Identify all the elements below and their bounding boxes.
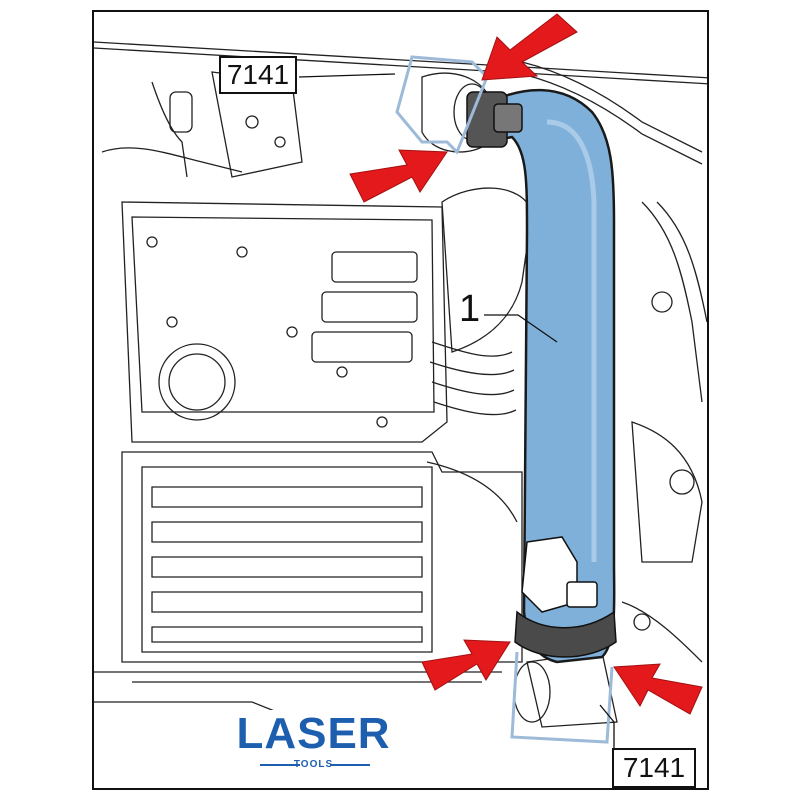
engine-cover-inner <box>131 216 435 413</box>
bolt <box>274 136 286 148</box>
airbox-duct <box>426 461 518 523</box>
red-arrow-left-upper <box>349 149 448 203</box>
right-hose-small <box>641 201 703 403</box>
lower-pipe-end <box>513 661 551 723</box>
tool-callout-top: 7141 <box>219 56 297 94</box>
coil-pack <box>311 331 413 363</box>
airbox-rib <box>151 486 423 508</box>
engine-bay-illustration <box>94 13 707 758</box>
right-pipe-lower <box>621 601 703 663</box>
bolt <box>245 115 259 129</box>
laser-tools-logo: LASER TOOLS <box>222 710 405 774</box>
airbox-rib <box>151 591 423 613</box>
lower-pipe-body <box>526 651 618 728</box>
diagram-frame <box>92 10 709 790</box>
engine-cover-outline <box>121 201 448 443</box>
left-bracket <box>101 147 243 173</box>
red-arrow-right-lower <box>613 663 703 715</box>
tool-callout-bottom-text: 7141 <box>622 752 686 783</box>
hood-edge-line-2 <box>94 47 707 85</box>
airbox-rib <box>151 626 423 643</box>
right-component <box>631 421 703 563</box>
red-arrow-left-lower <box>421 639 511 691</box>
leader-top <box>298 73 396 78</box>
logo-wordmark: LASER <box>236 709 391 758</box>
hose-highlight <box>546 119 597 562</box>
airbox-rib <box>151 521 423 543</box>
tool-callout-top-text: 7141 <box>226 59 290 90</box>
oil-cap-inner <box>168 353 226 411</box>
tool-7141-top <box>395 55 489 155</box>
leader-part1 <box>484 314 558 343</box>
logo-subtitle: TOOLS <box>293 759 334 770</box>
sensor-plug <box>566 581 598 608</box>
logo-bar-left <box>260 764 300 766</box>
logo-bar-right <box>330 764 370 766</box>
airbox-rib <box>151 556 423 578</box>
left-sensor-body <box>169 91 193 133</box>
red-arrow-top-right <box>481 13 578 81</box>
oil-cap <box>158 343 236 421</box>
lower-clamp-ring <box>514 610 617 658</box>
tool-7141-bottom <box>510 651 614 744</box>
intake-bellows <box>429 341 517 416</box>
intake-elbow <box>441 187 533 353</box>
hood-edge-line <box>94 41 707 79</box>
coil-pack <box>321 291 418 323</box>
right-top-pipe-2 <box>521 73 703 165</box>
tool-callout-bottom: 7141 <box>612 748 696 788</box>
airbox-outline <box>121 451 523 663</box>
left-sensor-cable <box>151 81 188 178</box>
right-top-pipe <box>521 61 703 153</box>
leader-bottom <box>599 704 615 758</box>
coil-pack <box>331 251 418 283</box>
part-number-label: 1 <box>459 288 481 330</box>
top-clamp-latch <box>493 103 523 133</box>
airbox-inner <box>141 466 433 653</box>
right-hose-small-2 <box>656 201 707 323</box>
